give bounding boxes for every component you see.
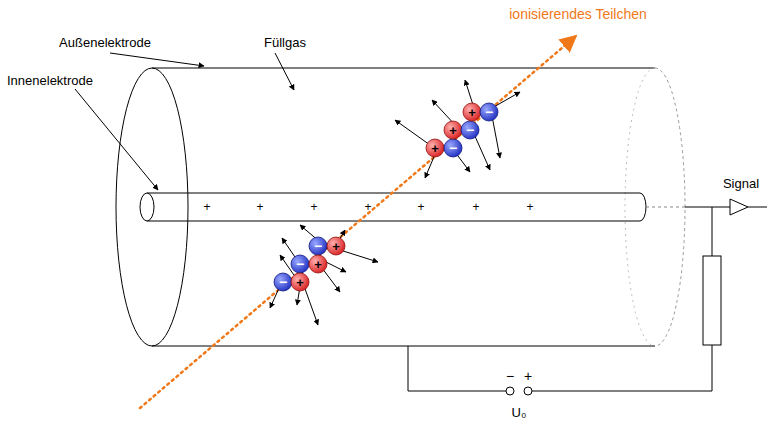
ion-charge: − [485,105,493,119]
circuit-wires [408,207,767,391]
leader-arrows [75,53,294,190]
electron [461,121,479,139]
electrode-charge: + [310,201,317,213]
drift-arrow [492,116,500,158]
particle-track [140,36,576,408]
electron [480,103,498,121]
ion-charge: + [296,276,304,289]
electron [444,139,462,157]
ion-charge: + [314,258,322,271]
positive-ion [291,273,309,291]
particle-label: ionisierendes Teilchen [509,7,647,21]
positive-ion [327,237,345,255]
signal-label: Signal [723,177,759,190]
ion-charge: − [279,275,287,289]
positive-ion [463,103,481,121]
part-label: Außenelektrode [59,36,151,49]
drift-arrow [304,286,318,325]
ion-charge: + [468,106,476,119]
electrode-charge: + [203,201,210,213]
drift-arrow [340,250,378,262]
drift-arrow [492,92,520,108]
amplifier-symbol [730,199,748,215]
resistor-symbol [703,256,721,345]
positive-ion [426,139,444,157]
positive-ion [309,255,327,273]
electron [274,273,292,291]
ion-charge: + [449,124,457,137]
ion-charge: + [431,142,439,155]
ion-charge: − [466,123,474,137]
positive-ion [444,121,462,139]
drift-arrow [322,268,340,292]
electrode-charge: + [364,201,371,213]
electrode-charge: + [526,201,533,213]
electrode-charge: + [417,201,424,213]
ion-charge: − [296,257,304,271]
part-label: Innenelektrode [7,74,93,87]
terminal-polarity: − [506,369,514,383]
part-label: Füllgas [264,36,306,49]
voltage-terminals [506,387,532,395]
electron [309,237,327,255]
ion-charge: − [449,141,457,155]
inner-electrode [140,193,685,221]
ion-group [270,80,520,325]
drift-arrow [395,120,430,145]
ion-charge: − [314,239,322,253]
voltage-label: U₀ [512,406,527,419]
electrode-charge: + [472,201,479,213]
electron [291,255,309,273]
ion-charge: + [332,240,340,253]
electrode-charge: + [256,201,263,213]
drift-arrow [474,134,490,170]
terminal-polarity: + [524,369,532,383]
outer-electrode [116,68,685,346]
